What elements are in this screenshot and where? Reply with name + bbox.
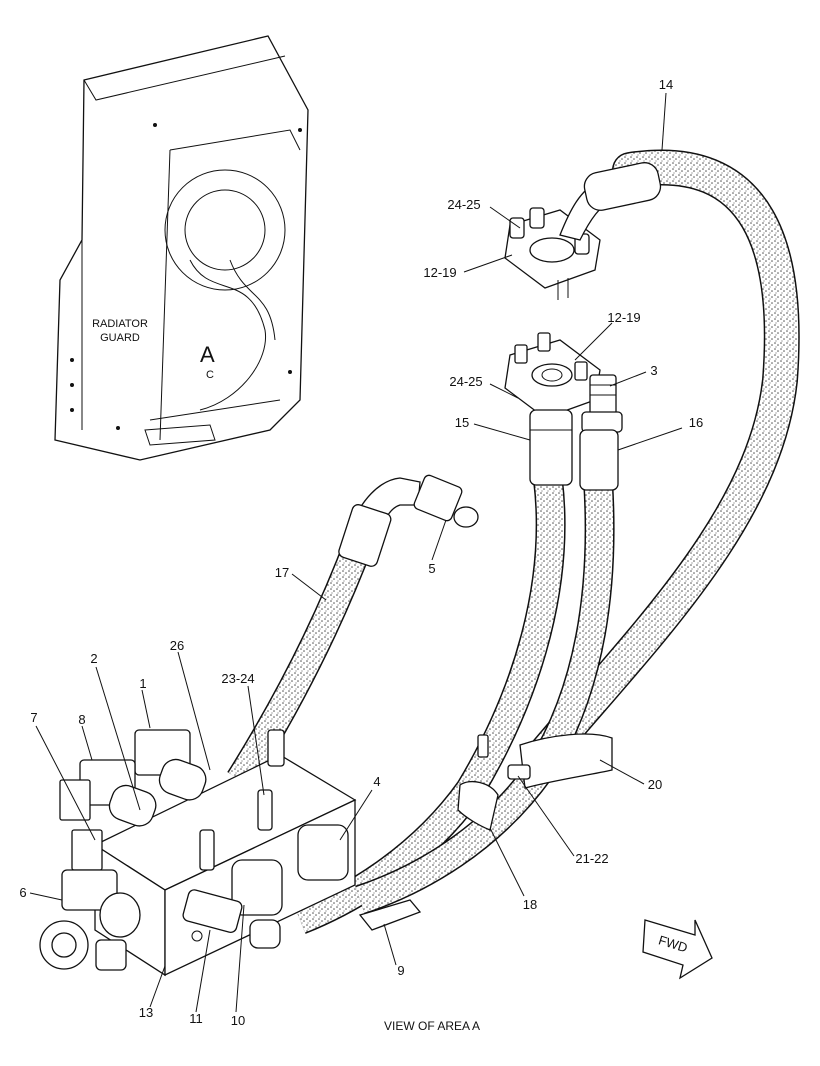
clamp-20 — [477, 733, 613, 789]
view-caption: VIEW OF AREA A — [384, 1019, 480, 1033]
callout-21-22: 21-22 — [575, 851, 608, 866]
fwd-arrow: FWD — [642, 919, 713, 980]
callout-14: 14 — [659, 77, 673, 92]
flange-mid — [504, 332, 601, 486]
solenoid-cartridges — [59, 729, 207, 871]
callout-1: 1 — [139, 676, 146, 691]
callout-2: 2 — [90, 651, 97, 666]
fitting-3-16 — [579, 374, 623, 491]
clamp-18 — [457, 764, 531, 831]
clamp-9 — [358, 899, 422, 931]
callout-16: 16 — [689, 415, 703, 430]
inset-area-mark-small: C — [206, 369, 214, 381]
leader-lines — [29, 92, 683, 1013]
callout-7: 7 — [30, 710, 37, 725]
callout-9: 9 — [397, 963, 404, 978]
block-fittings-4-10-11 — [182, 824, 349, 949]
callout-26: 26 — [170, 638, 184, 653]
solenoid-6 — [39, 869, 141, 971]
callout-23-24: 23-24 — [221, 671, 254, 686]
hose-17 — [227, 534, 375, 788]
flange-top — [504, 162, 662, 300]
inset-area-mark: A — [200, 342, 215, 367]
fitting-5 — [338, 474, 479, 567]
inset-label-line2: GUARD — [100, 332, 140, 344]
callout-15: 15 — [455, 415, 469, 430]
callout-6: 6 — [19, 885, 26, 900]
callout-12-19-mid: 12-19 — [607, 310, 640, 325]
callout-20: 20 — [648, 777, 662, 792]
inset-fastener-dots — [70, 123, 302, 430]
callout-12-19-top: 12-19 — [423, 265, 456, 280]
callout-17: 17 — [275, 565, 289, 580]
callout-5: 5 — [428, 561, 435, 576]
callout-3: 3 — [650, 363, 657, 378]
callout-18: 18 — [523, 897, 537, 912]
hose-14 — [522, 149, 800, 778]
callout-8: 8 — [78, 712, 85, 727]
callout-24-25-mid: 24-25 — [449, 374, 482, 389]
callout-11: 11 — [189, 1011, 203, 1026]
callout-24-25-top: 24-25 — [447, 197, 480, 212]
callout-13: 13 — [139, 1005, 153, 1020]
inset-label-line1: RADIATOR — [92, 318, 148, 330]
radiator-guard-inset: RADIATOR GUARD A C — [54, 35, 309, 461]
callout-10: 10 — [231, 1013, 245, 1028]
callout-labels: 14 24-25 12-19 12-19 24-25 3 15 16 17 5 … — [19, 77, 703, 1028]
callout-4: 4 — [373, 774, 380, 789]
